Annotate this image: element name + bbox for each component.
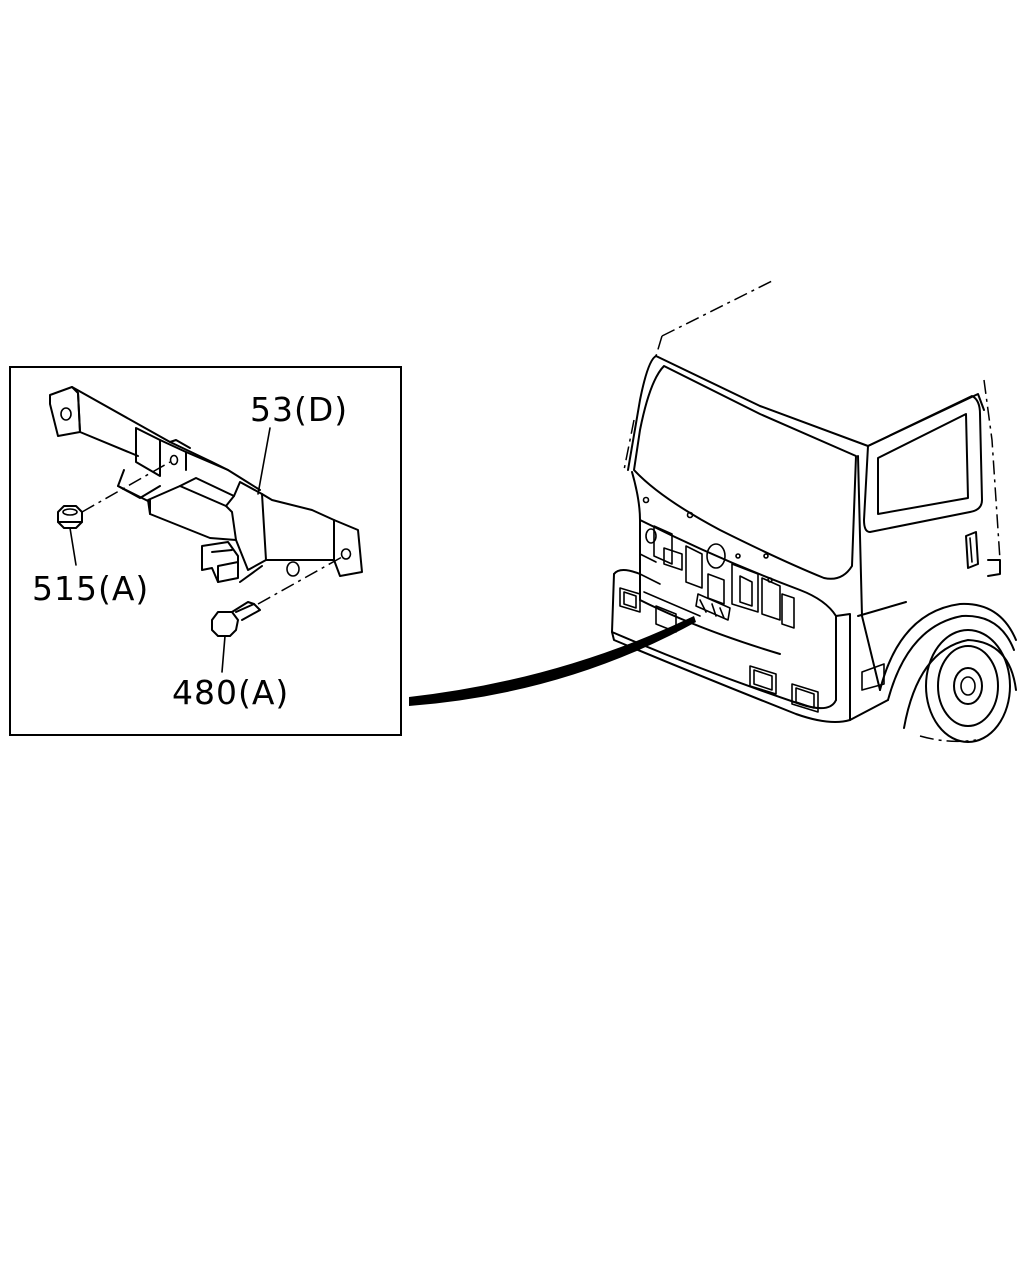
bolt-drawing bbox=[211, 556, 343, 637]
leader-bolt bbox=[221, 635, 226, 673]
truck-cab-drawing bbox=[611, 279, 1017, 743]
nut-axis-line bbox=[81, 461, 171, 513]
leader-nut bbox=[69, 527, 77, 566]
callout-bracket: 53(D) bbox=[250, 390, 348, 429]
pointer-arrow bbox=[409, 616, 696, 706]
leader-bracket bbox=[257, 427, 271, 495]
callout-nut: 515(A) bbox=[32, 569, 149, 608]
bracket-drawing bbox=[49, 386, 363, 583]
inset-frame bbox=[9, 366, 402, 736]
bolt-axis-line bbox=[257, 556, 343, 605]
detail-inset: 53(D) 515(A) 480(A) bbox=[9, 366, 402, 736]
callout-bolt: 480(A) bbox=[172, 673, 289, 712]
nut-drawing bbox=[57, 461, 171, 529]
